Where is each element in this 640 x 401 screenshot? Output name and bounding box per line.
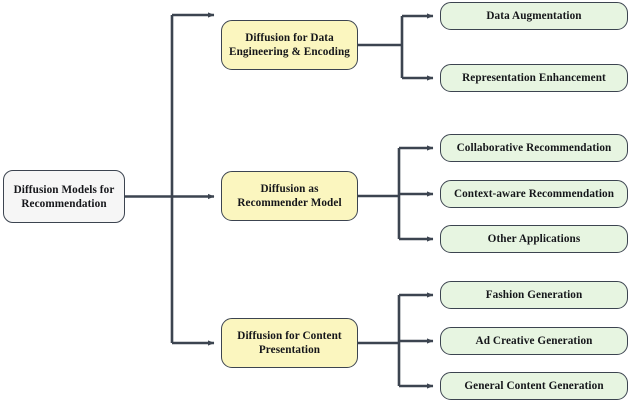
node-leaf-label: Data Augmentation bbox=[486, 10, 582, 22]
node-leaf-label: Context-aware Recommendation bbox=[453, 188, 615, 200]
node-leaf-label: Collaborative Recommendation bbox=[456, 142, 612, 154]
node-leaf-collaborative-recommendation[interactable]: Collaborative Recommendation bbox=[440, 134, 628, 162]
node-branch-label: Diffusion as Recommender Model bbox=[237, 183, 342, 209]
node-root-label: Diffusion Models for Recommendation bbox=[13, 183, 115, 210]
node-leaf-label: Fashion Generation bbox=[485, 289, 583, 301]
node-leaf-label: Representation Enhancement bbox=[462, 72, 606, 84]
node-branch-recommender-model[interactable]: Diffusion as Recommender Model bbox=[221, 171, 358, 221]
node-leaf-other-applications[interactable]: Other Applications bbox=[440, 225, 628, 253]
node-leaf-ad-creative-generation[interactable]: Ad Creative Generation bbox=[440, 327, 628, 355]
node-branch-data-engineering[interactable]: Diffusion for Data Engineering & Encodin… bbox=[221, 20, 358, 70]
node-leaf-label: Other Applications bbox=[487, 233, 581, 245]
node-branch-label: Diffusion for Content Presentation bbox=[237, 330, 342, 356]
node-branch-label: Diffusion for Data Engineering & Encodin… bbox=[229, 32, 350, 58]
node-leaf-context-aware-recommendation[interactable]: Context-aware Recommendation bbox=[440, 180, 628, 208]
node-root[interactable]: Diffusion Models for Recommendation bbox=[3, 170, 125, 223]
node-leaf-data-augmentation[interactable]: Data Augmentation bbox=[440, 2, 628, 30]
node-leaf-fashion-generation[interactable]: Fashion Generation bbox=[440, 281, 628, 309]
node-branch-content-presentation[interactable]: Diffusion for Content Presentation bbox=[221, 318, 358, 368]
node-leaf-label: General Content Generation bbox=[464, 380, 604, 392]
node-leaf-label: Ad Creative Generation bbox=[475, 335, 593, 347]
node-leaf-general-content-generation[interactable]: General Content Generation bbox=[440, 372, 628, 400]
node-leaf-representation-enhancement[interactable]: Representation Enhancement bbox=[440, 64, 628, 92]
